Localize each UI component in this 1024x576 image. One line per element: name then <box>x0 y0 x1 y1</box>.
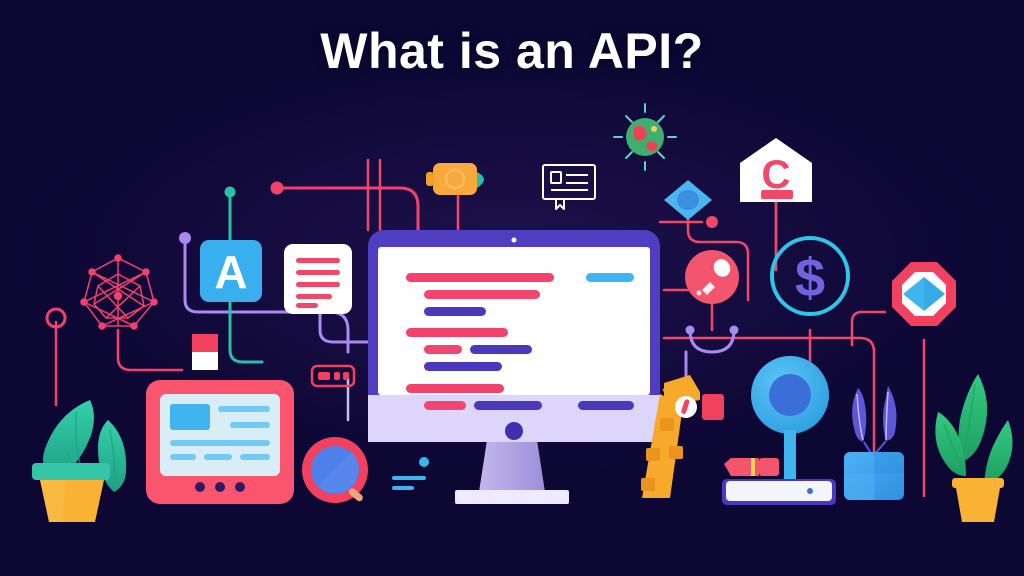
code-line <box>578 401 634 410</box>
code-line <box>424 290 540 299</box>
connector-dot <box>729 325 739 335</box>
monitor-stand <box>479 440 545 492</box>
fan-lamp-icon <box>751 356 829 496</box>
tripod-figure <box>641 375 724 498</box>
tablet-dot <box>215 482 225 492</box>
dollar-glyph: $ <box>795 248 825 308</box>
tripod-block <box>702 394 724 420</box>
monitor-camera-dot <box>511 237 517 243</box>
house-tag-icon: C <box>740 138 812 202</box>
desktop-computer <box>368 230 660 504</box>
magnifier-icon <box>302 437 368 503</box>
fan-stem <box>784 430 796 492</box>
tablet-dot <box>195 482 205 492</box>
connector-purple-mid <box>183 236 350 354</box>
potted-plant-left <box>32 400 127 522</box>
code-line <box>424 362 502 371</box>
connector-badge-left <box>850 310 887 347</box>
pencil-icon <box>724 458 779 476</box>
connector-pink-right-d <box>662 336 876 498</box>
document-card <box>284 244 352 314</box>
keyboard-dot <box>807 488 813 494</box>
connector-dot <box>224 186 236 198</box>
blue-text-lines <box>392 457 429 490</box>
flag-card-icon <box>192 334 218 370</box>
code-line <box>424 345 462 354</box>
code-line <box>406 384 504 393</box>
connector-purple-doc <box>318 306 374 344</box>
keyboard-panel <box>722 479 836 505</box>
connector-dot <box>179 232 191 244</box>
globe-icon <box>613 103 677 171</box>
code-line <box>406 328 508 337</box>
monitor-power-dot <box>505 422 523 440</box>
monitor-base <box>455 490 569 504</box>
connector-pink-right-c <box>686 198 750 302</box>
code-line <box>406 273 554 282</box>
code-line <box>474 401 542 410</box>
connector-pink-sphere-right <box>116 328 184 372</box>
connector-pink-top <box>275 186 420 252</box>
connector-dot <box>706 216 718 228</box>
dollar-circle-icon: $ <box>770 236 850 316</box>
connector-wires <box>45 158 926 498</box>
connector-dot <box>270 181 284 195</box>
octagon-badge-icon <box>892 262 956 326</box>
tablet-dot <box>235 482 245 492</box>
code-lines <box>406 273 634 410</box>
comet-circle-icon <box>685 250 739 304</box>
connector-ring <box>45 307 67 329</box>
certificate-icon <box>542 164 596 210</box>
plant-pot-rim <box>32 463 110 480</box>
diamond-icon <box>664 180 712 220</box>
blue-dot <box>419 457 429 467</box>
page-title: What is an API? <box>320 23 704 79</box>
letter-a-glyph: A <box>214 246 247 298</box>
monitor-screen <box>378 247 650 395</box>
code-line <box>424 307 486 316</box>
connector-teal-left <box>228 190 264 364</box>
code-line <box>424 401 466 410</box>
tablet-device <box>146 380 294 504</box>
code-line <box>470 345 532 354</box>
code-line <box>586 273 634 282</box>
connector-dot <box>685 325 695 335</box>
camera-icon <box>426 163 484 195</box>
server-chip-icon <box>310 364 356 388</box>
network-sphere <box>80 254 158 330</box>
plant-pot-right <box>956 488 1000 522</box>
house-tag-glyph: C <box>762 153 791 197</box>
purple-leaves-box <box>844 386 904 500</box>
letter-a-card: A <box>200 240 262 302</box>
potted-plant-right <box>935 374 1013 522</box>
connector-purple-arc <box>688 328 736 354</box>
